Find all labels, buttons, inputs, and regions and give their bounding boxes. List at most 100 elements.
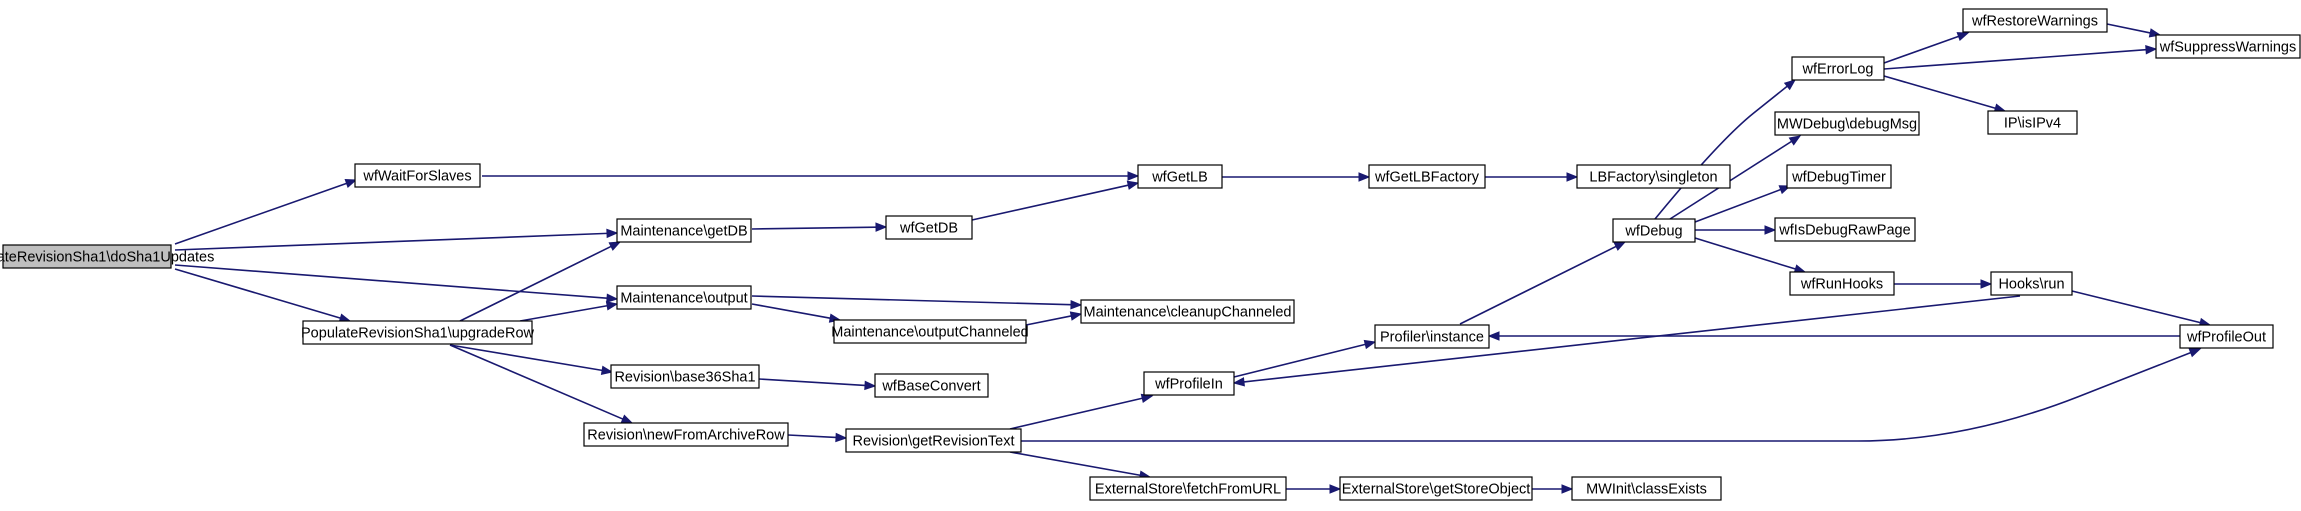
arrowhead-icon — [1764, 225, 1777, 235]
node-label: wfProfileIn — [1154, 377, 1223, 393]
edge-waitslaves-to-getlb — [482, 171, 1140, 181]
node-getrevtext[interactable]: Revision\getRevisionText — [845, 428, 1022, 453]
node-label: wfSuppressWarnings — [2159, 40, 2296, 56]
edge-wfdebug-to-errorlog — [1654, 79, 1797, 220]
node-root[interactable]: PopulateRevisionSha1\doSha1Updates — [0, 244, 214, 269]
node-lbsingle[interactable]: LBFactory\singleton — [1576, 164, 1731, 189]
node-outchan[interactable]: Maintenance\outputChanneled — [831, 319, 1029, 344]
node-box — [1080, 299, 1295, 324]
node-box — [1990, 271, 2073, 296]
edge-output-to-cleanup — [751, 295, 1083, 310]
edge-line — [2106, 23, 2151, 34]
node-box — [1612, 218, 1696, 243]
edge-getrevtext-to-profileout — [1021, 348, 2202, 442]
edge-line — [449, 344, 624, 420]
edge-line — [2071, 290, 2201, 324]
node-base36[interactable]: Revision\base36Sha1 — [610, 364, 760, 389]
node-profilein[interactable]: wfProfileIn — [1143, 371, 1235, 396]
node-profinst[interactable]: Profiler\instance — [1374, 324, 1490, 349]
edge-wfgetdb-to-getlb — [971, 180, 1140, 221]
node-label: Revision\getRevisionText — [853, 434, 1015, 450]
node-dbgmsg[interactable]: MWDebug\debugMsg — [1774, 111, 1920, 136]
node-wfdebug[interactable]: wfDebug — [1612, 218, 1696, 243]
node-cleanup[interactable]: Maintenance\cleanupChanneled — [1080, 299, 1295, 324]
node-label: IP\isIPv4 — [2004, 116, 2061, 132]
edge-line — [751, 226, 877, 230]
node-box — [616, 285, 752, 310]
edge-errorlog-to-restorewarn — [1883, 32, 1970, 64]
node-box — [1089, 476, 1287, 501]
node-errorlog[interactable]: wfErrorLog — [1791, 56, 1885, 81]
node-waitslaves[interactable]: wfWaitForSlaves — [354, 163, 481, 188]
node-getstore[interactable]: ExternalStore\getStoreObject — [1339, 476, 1533, 501]
node-wfgetdb[interactable]: wfGetDB — [885, 215, 973, 240]
arrowhead-icon — [1126, 180, 1140, 190]
edge-line — [971, 184, 1129, 221]
node-output[interactable]: Maintenance\output — [616, 285, 752, 310]
edge-getdb-to-wfgetdb — [751, 222, 888, 232]
node-dbgtimer[interactable]: wfDebugTimer — [1786, 164, 1892, 189]
edge-getrevtext-to-profilein — [1009, 393, 1154, 430]
node-box — [2, 244, 172, 269]
edge-line — [1694, 188, 1781, 223]
edge-upgraderow-to-getdb — [459, 241, 622, 322]
edge-line — [758, 378, 866, 387]
edge-wfdebug-to-israw — [1695, 225, 1777, 235]
edge-upgraderow-to-output — [519, 301, 619, 322]
edge-getstore-to-mwinit — [1532, 484, 1574, 494]
node-label: Maintenance\cleanupChanneled — [1084, 305, 1292, 321]
edge-line — [751, 295, 1072, 306]
node-label: wfDebugTimer — [1791, 170, 1886, 186]
node-getlb[interactable]: wfGetLB — [1137, 164, 1223, 189]
arrowhead-icon — [344, 179, 358, 188]
node-label: Maintenance\outputChanneled — [831, 325, 1029, 341]
edge-line — [174, 182, 347, 245]
arrowhead-icon — [1127, 171, 1140, 181]
edge-profileout-to-profinst — [1487, 331, 2180, 341]
node-box — [833, 319, 1027, 344]
node-box — [583, 422, 789, 447]
node-restorewarn[interactable]: wfRestoreWarnings — [1962, 8, 2108, 33]
node-newfromarch[interactable]: Revision\newFromArchiveRow — [583, 422, 789, 447]
node-label: wfProfileOut — [2186, 330, 2266, 346]
node-label: Hooks\run — [1998, 277, 2064, 293]
node-box — [1368, 164, 1486, 189]
node-profileout[interactable]: wfProfileOut — [2179, 324, 2274, 349]
node-label: wfIsDebugRawPage — [1778, 223, 1910, 239]
node-israw[interactable]: wfIsDebugRawPage — [1774, 217, 1916, 242]
edge-line — [787, 434, 837, 439]
edge-line — [1654, 85, 1788, 220]
node-runhooks[interactable]: wfRunHooks — [1789, 271, 1895, 296]
node-box — [1962, 8, 2108, 33]
node-box — [845, 428, 1022, 453]
edge-profilein-to-profinst — [1233, 339, 1377, 378]
node-label: wfBaseConvert — [881, 379, 980, 395]
arrowhead-icon — [620, 414, 634, 424]
arrowhead-icon — [606, 228, 619, 239]
node-label: LBFactory\singleton — [1589, 170, 1717, 186]
node-mwinit[interactable]: MWInit\classExists — [1571, 476, 1722, 501]
node-box — [616, 218, 752, 243]
node-upgraderow[interactable]: PopulateRevisionSha1\upgradeRow — [301, 320, 535, 345]
node-box — [874, 373, 989, 398]
node-box — [1576, 164, 1731, 189]
node-layer: PopulateRevisionSha1\doSha1Updates wfWait… — [0, 8, 2301, 501]
edge-line — [1243, 295, 2021, 383]
node-suppresswarn[interactable]: wfSuppressWarnings — [2155, 34, 2301, 59]
node-getdb[interactable]: Maintenance\getDB — [616, 218, 752, 243]
arrowhead-icon — [864, 380, 877, 391]
node-baseconv[interactable]: wfBaseConvert — [874, 373, 989, 398]
node-fetchurl[interactable]: ExternalStore\fetchFromURL — [1089, 476, 1287, 501]
edge-line — [519, 304, 608, 322]
node-box — [1789, 271, 1895, 296]
edge-line — [1233, 343, 1366, 378]
node-hooksrun[interactable]: Hooks\run — [1990, 271, 2073, 296]
node-box — [2179, 324, 2274, 349]
arrowhead-icon — [608, 241, 622, 251]
arrowhead-icon — [600, 365, 614, 375]
edge-line — [1694, 237, 1796, 270]
arrowhead-icon — [2145, 45, 2158, 55]
node-box — [1987, 110, 2078, 135]
node-getlbf[interactable]: wfGetLBFactory — [1368, 164, 1486, 189]
node-isipv4[interactable]: IP\isIPv4 — [1987, 110, 2078, 135]
